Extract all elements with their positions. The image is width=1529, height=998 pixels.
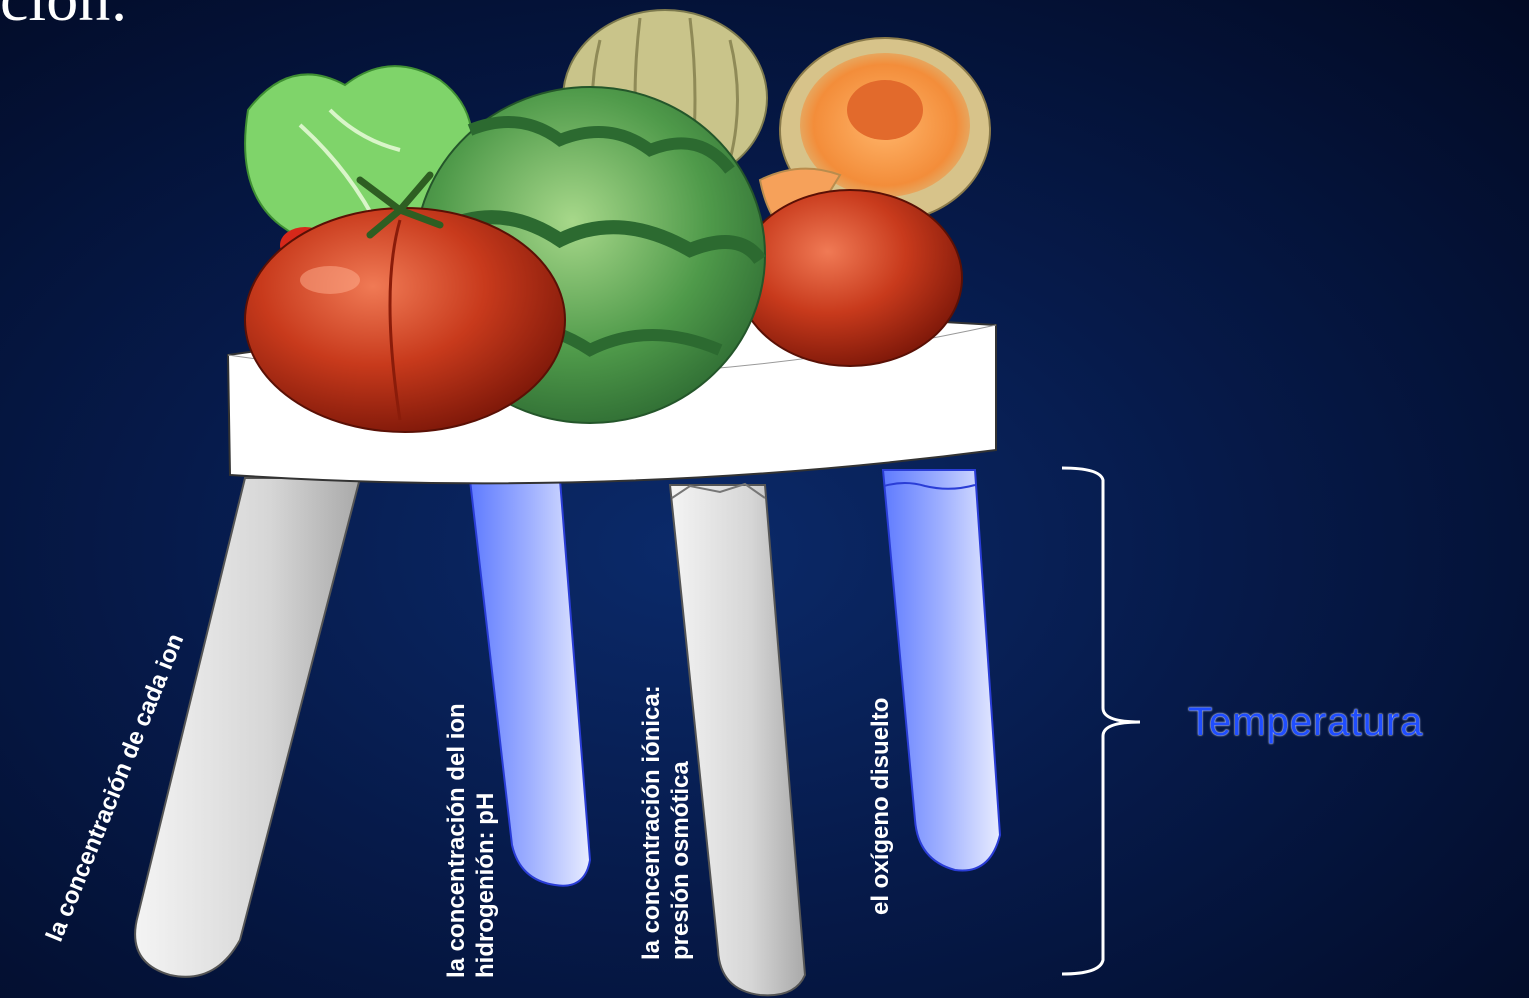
leg-label-oxygen: el oxígeno disuelto <box>866 698 895 915</box>
leg-blue-right <box>883 470 1000 871</box>
tomato-icon <box>738 190 962 366</box>
leg-label-osmotic: la concentración iónica: presión osmótic… <box>637 685 695 960</box>
temperature-label: Temperatura <box>1188 700 1424 745</box>
temperature-bracket <box>1062 468 1140 974</box>
leg-gray-left <box>135 478 360 977</box>
leg-label-ph: la concentración del ion hidrogenión: pH <box>442 703 500 978</box>
